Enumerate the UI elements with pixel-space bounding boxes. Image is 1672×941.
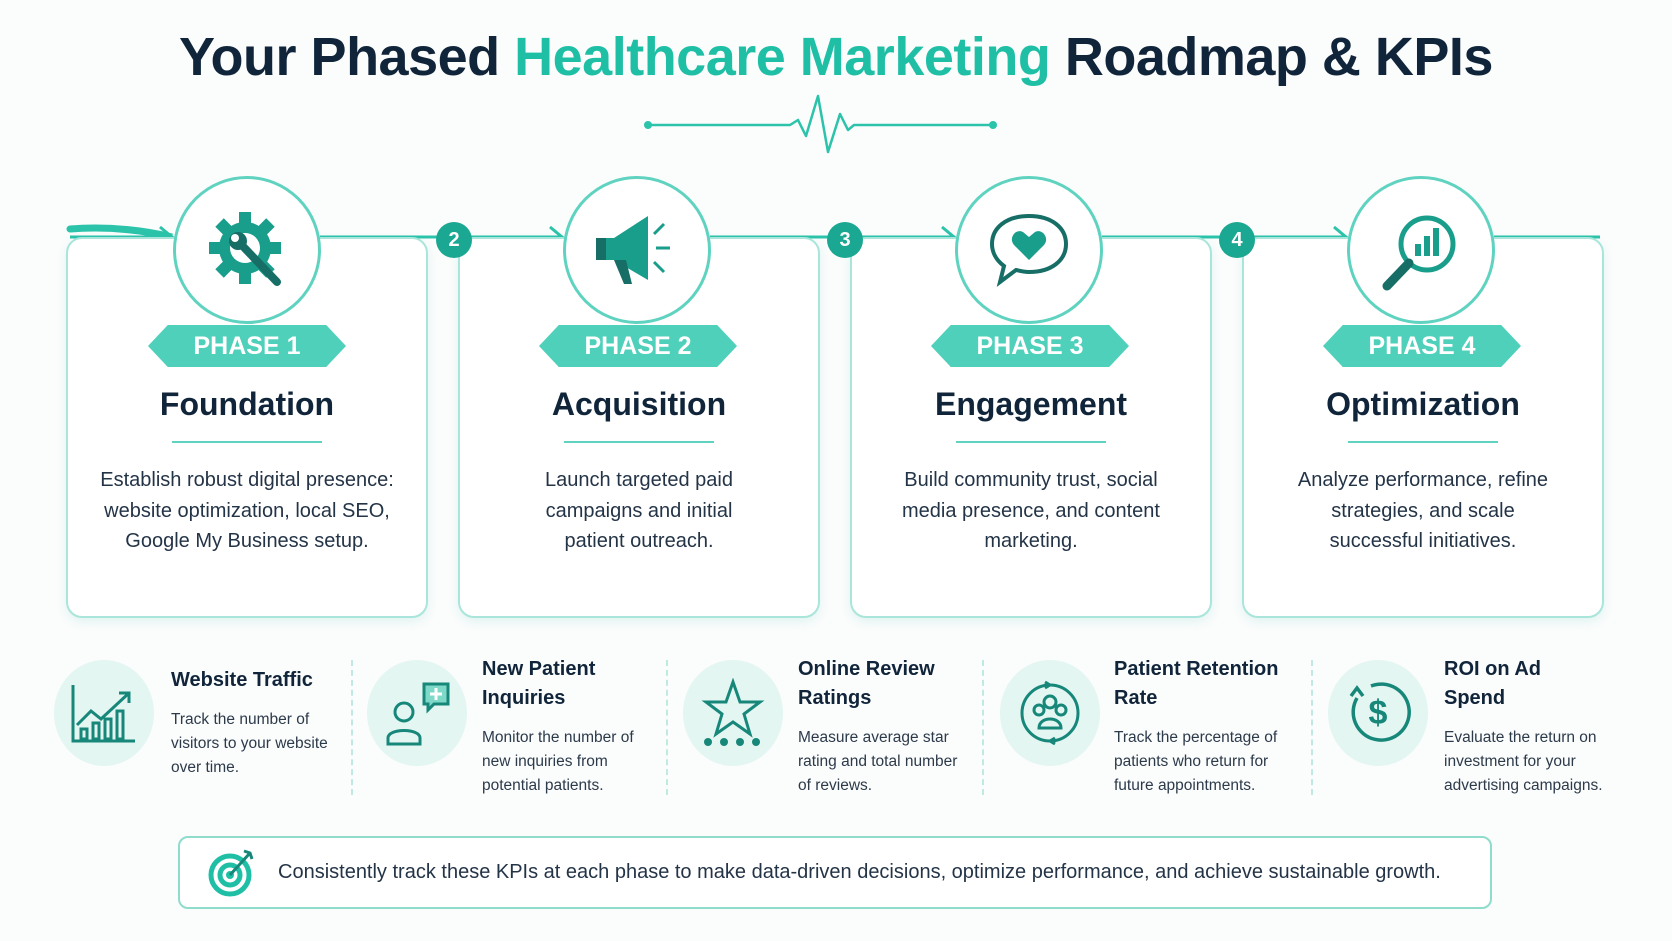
phase-description-2: Launch targeted paid campaigns and initi…	[545, 469, 733, 552]
kpi-description-4: Track the percentage of patients who ret…	[1114, 729, 1278, 794]
target-icon	[208, 849, 254, 896]
phase-description-1: Establish robust digital presence: websi…	[100, 469, 394, 552]
gear-wrench-icon	[173, 176, 321, 324]
people-cycle-icon	[1000, 660, 1100, 766]
phase-badge-1: PHASE 1	[148, 325, 346, 367]
phase-title-2: Acquisition	[551, 386, 727, 422]
dollar-cycle-icon: $	[1328, 660, 1428, 766]
title-part-2: Roadmap & KPIs	[1050, 27, 1494, 87]
footer-callout: Consistently track these KPIs at each ph…	[178, 836, 1492, 909]
kpi-divider	[666, 660, 668, 795]
phase-badge-3: PHASE 3	[931, 325, 1129, 367]
kpi-divider	[351, 660, 353, 795]
step-number-2: 2	[436, 222, 472, 258]
phase-badge-4: PHASE 4	[1323, 325, 1521, 367]
kpi-title-4: Patient Retention Rate	[1114, 658, 1279, 709]
person-chat-icon	[367, 660, 467, 766]
title-highlight: Healthcare Marketing	[514, 27, 1051, 87]
kpi-title-3: Online Review Ratings	[798, 658, 935, 709]
step-number-3: 3	[827, 222, 863, 258]
divider	[172, 441, 322, 443]
divider	[564, 441, 714, 443]
kpi-title-2: New Patient Inquiries	[482, 658, 596, 709]
phase-title-3: Engagement	[934, 386, 1128, 422]
kpi-description-2: Monitor the number of new inquiries from…	[482, 729, 634, 794]
phase-title-1: Foundation	[159, 386, 335, 422]
kpi-divider	[1311, 660, 1313, 795]
heart-chat-icon	[955, 176, 1103, 324]
phase-description-3: Build community trust, social media pres…	[902, 469, 1160, 552]
kpi-divider	[982, 660, 984, 795]
heartbeat-icon	[644, 94, 997, 154]
kpi-description-3: Measure average star rating and total nu…	[798, 729, 958, 794]
kpi-description-1: Track the number of visitors to your web…	[171, 711, 328, 776]
phase-title-4: Optimization	[1326, 386, 1520, 422]
phase-badge-2: PHASE 2	[539, 325, 737, 367]
divider	[956, 441, 1106, 443]
svg-text:$: $	[1369, 694, 1388, 732]
page-title: Your Phased Healthcare Marketing Roadmap…	[0, 26, 1672, 88]
step-number-4: 4	[1219, 222, 1255, 258]
magnifier-chart-icon	[1347, 176, 1495, 324]
footer-text: Consistently track these KPIs at each ph…	[278, 861, 1441, 883]
kpi-description-5: Evaluate the return on investment for yo…	[1444, 729, 1603, 794]
growth-chart-icon	[54, 660, 154, 766]
title-part-1: Your Phased	[179, 27, 515, 87]
star-rating-icon	[683, 660, 783, 766]
phase-description-4: Analyze performance, refine strategies, …	[1297, 469, 1549, 552]
kpi-title-1: Website Traffic	[171, 669, 313, 691]
kpi-title-5: ROI on Ad Spend	[1444, 658, 1542, 709]
divider	[1348, 441, 1498, 443]
megaphone-icon	[563, 176, 711, 324]
